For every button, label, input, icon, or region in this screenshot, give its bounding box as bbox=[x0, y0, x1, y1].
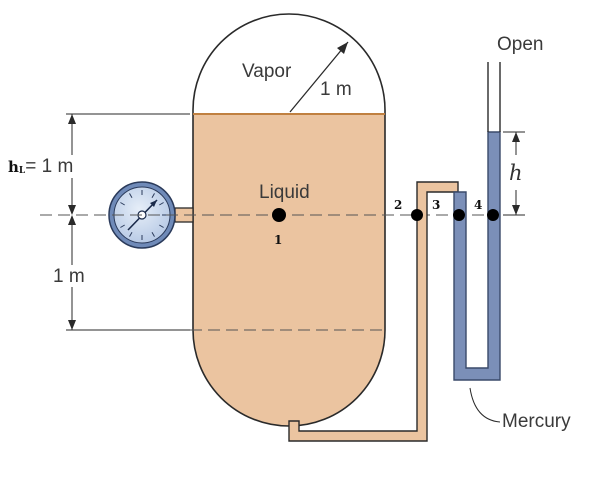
point-2-label: 2 bbox=[394, 198, 402, 212]
liquid-region bbox=[193, 114, 385, 426]
tank-outline bbox=[192, 13, 386, 427]
left-dimension-arrowheads bbox=[68, 114, 76, 330]
hl-label: hL= 1 m bbox=[8, 156, 73, 177]
radius-arrowhead bbox=[337, 42, 348, 54]
h-label: h bbox=[509, 161, 523, 185]
vapor-label: Vapor bbox=[242, 61, 292, 82]
connecting-pipe bbox=[288, 181, 459, 442]
open-label: Open bbox=[497, 34, 543, 55]
manometer-u-tube bbox=[453, 131, 501, 381]
point-4-marker bbox=[487, 209, 499, 221]
radius-label: 1 m bbox=[320, 79, 352, 100]
lower-dimension-label: 1 m bbox=[53, 266, 85, 287]
point-3-marker bbox=[453, 209, 465, 221]
point-2-marker bbox=[411, 209, 423, 221]
mercury-leader bbox=[469, 387, 501, 423]
h-dimension-arrowheads bbox=[512, 132, 520, 215]
point-1-label: 1 bbox=[274, 233, 282, 247]
radius-arrow bbox=[289, 41, 349, 113]
point-3-label: 3 bbox=[432, 198, 440, 212]
point-1-marker bbox=[272, 208, 286, 222]
liquid-label: Liquid bbox=[259, 182, 310, 203]
point-4-label: 4 bbox=[474, 198, 482, 212]
mercury-label: Mercury bbox=[502, 411, 571, 432]
